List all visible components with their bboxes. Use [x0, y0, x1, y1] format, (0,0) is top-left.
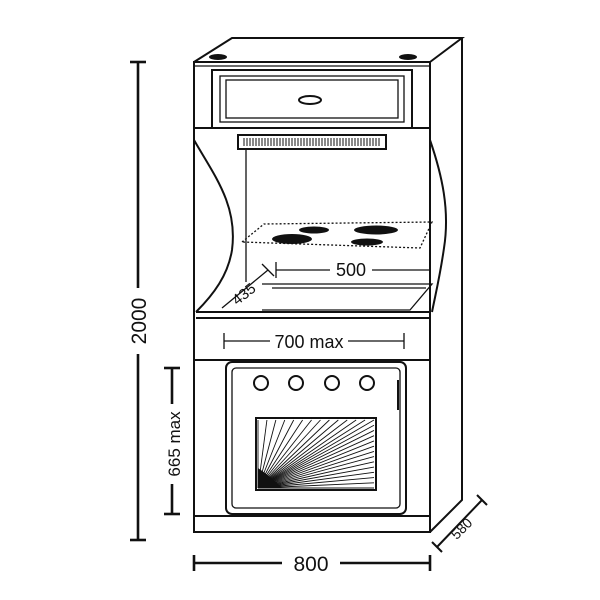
dim-depth-line [436, 499, 483, 548]
oven-window-ray [257, 456, 375, 489]
oven-window-reflection [257, 419, 375, 489]
dim-oven-height-label-bg [162, 404, 184, 484]
dimension-hob-width: 500 [275, 258, 431, 280]
hood-grill [243, 138, 380, 146]
dim-width-label-bg [282, 550, 340, 576]
dimension-height-total: 2000 [126, 60, 151, 542]
oven-window-ray [257, 419, 330, 489]
upper-cabinet [194, 69, 430, 129]
right-curved-panel [429, 139, 447, 313]
oven-knob-4 [359, 375, 375, 391]
dim-hob-width-label-bg [330, 258, 372, 280]
oven-window-ray [257, 430, 375, 489]
worktop-cutout [262, 283, 434, 311]
oven-frame [225, 361, 407, 515]
dim-depth-label: 580 [448, 514, 476, 542]
oven-window-ray [257, 445, 375, 489]
dim-depth-tick-front [431, 541, 443, 553]
oven-window-ray [257, 435, 375, 489]
top-screw-left [209, 54, 227, 60]
dim-hob-depth-label: 435 [229, 280, 259, 309]
worktop [196, 283, 434, 319]
burner-front-left [272, 234, 312, 244]
oven-window-ray [257, 419, 357, 489]
upper-cabinet-panel [219, 75, 405, 123]
top-screw-right [399, 54, 417, 60]
dim-hob-depth-line [221, 269, 269, 309]
oven-window-ray [257, 419, 375, 489]
extractor-hood [237, 134, 387, 150]
upper-cabinet-door [211, 69, 413, 129]
cabinet-side [429, 38, 463, 533]
oven-window-ray [257, 419, 348, 489]
dim-height-label-bg [126, 288, 150, 354]
burner-back-right [354, 225, 398, 235]
burner-front-right [351, 238, 383, 246]
dimension-hob-depth: 435 [221, 263, 275, 309]
dimension-oven-width: 700 max [223, 329, 405, 353]
upper-cabinet-inset [225, 79, 399, 119]
dimension-width-total: 800 [192, 550, 432, 576]
hob [240, 221, 434, 249]
hob-outline [240, 221, 434, 249]
dim-hob-width-label: 500 [336, 260, 366, 280]
oven-knob-3 [324, 375, 340, 391]
dim-oven-height-label: 665 max [165, 411, 184, 477]
oven-window-corner-shade [258, 468, 282, 488]
oven-window-ray [257, 419, 366, 489]
oven-window-ray [257, 450, 375, 489]
hood-body [237, 134, 387, 150]
oven-knob-1 [253, 375, 269, 391]
dim-height-label: 2000 [128, 298, 151, 345]
oven-door [231, 367, 401, 509]
dim-hob-depth-tick [261, 263, 275, 277]
cabinet-body [193, 37, 465, 533]
left-curved-panel [193, 139, 234, 313]
cabinet-top [193, 37, 465, 63]
curved-panels [193, 139, 447, 313]
oven-window-ray [257, 440, 375, 489]
worktop-edge [196, 311, 431, 319]
oven-window [255, 417, 377, 491]
lower-cabinet [194, 359, 430, 517]
dimension-height-oven: 665 max [162, 366, 184, 516]
oven-window-ray [257, 419, 339, 489]
dim-oven-width-label-bg [270, 329, 348, 353]
dim-oven-width-label: 700 max [274, 332, 343, 352]
burner-back-left [299, 226, 329, 234]
oven-window-ray [257, 424, 375, 489]
dim-width-label: 800 [293, 553, 328, 576]
oven-knob-2 [288, 375, 304, 391]
upper-cabinet-handle [298, 95, 322, 105]
dim-depth-tick-back [476, 494, 488, 506]
